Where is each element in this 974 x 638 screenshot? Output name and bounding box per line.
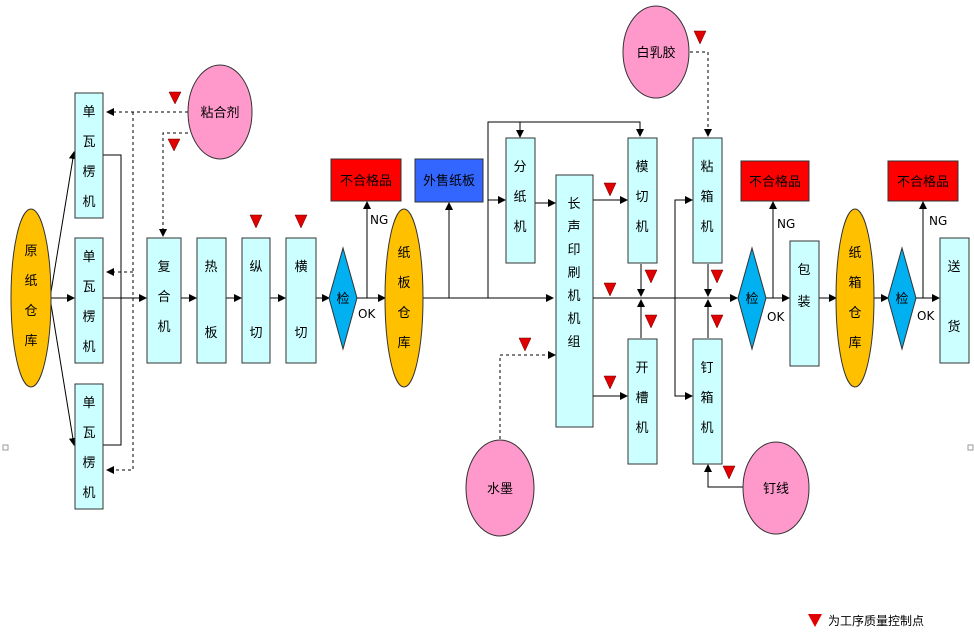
ng-label-1: NG xyxy=(370,213,388,227)
qc-point-icon xyxy=(710,314,724,329)
node-hengqie: 横切 xyxy=(285,237,317,364)
svg-text:长声印刷机机组: 长声印刷机机组 xyxy=(567,197,580,350)
svg-text:检: 检 xyxy=(895,292,908,307)
node-zhanxiang: 粘箱机 xyxy=(692,137,723,264)
svg-text:白乳胶: 白乳胶 xyxy=(636,45,675,61)
svg-text:包装: 包装 xyxy=(797,263,810,310)
legend-text: 为工序质量控制点 xyxy=(828,614,925,628)
svg-text:复合机: 复合机 xyxy=(157,260,170,335)
node-dingxiang: 钉箱机 xyxy=(692,338,723,465)
qc-point-icon xyxy=(518,337,532,352)
ng-label-2: NG xyxy=(777,217,795,231)
qc-point-icon xyxy=(644,269,658,284)
node-zongqie: 纵切 xyxy=(241,237,271,364)
qc-point-icon xyxy=(710,269,724,284)
svg-text:钉线: 钉线 xyxy=(763,482,789,497)
svg-text:单瓦楞机: 单瓦楞机 xyxy=(82,250,95,355)
qc-point-icon xyxy=(294,214,308,229)
node-shuimo: 水墨 xyxy=(465,439,535,537)
node-bairujiao: 白乳胶 xyxy=(622,5,690,99)
qc-point-icon xyxy=(249,214,263,229)
svg-text:单瓦楞机: 单瓦楞机 xyxy=(82,105,95,210)
ok-label-3: OK xyxy=(917,309,935,323)
qc-point-icon xyxy=(722,465,736,480)
svg-text:不合格品: 不合格品 xyxy=(340,173,392,189)
svg-text:原纸仓库: 原纸仓库 xyxy=(24,244,37,349)
node-waishou: 外售纸板 xyxy=(414,158,484,203)
svg-text:分纸机: 分纸机 xyxy=(513,160,526,235)
node-buhege2: 不合格品 xyxy=(740,160,810,202)
node-buhege3: 不合格品 xyxy=(887,160,959,202)
svg-text:检: 检 xyxy=(745,292,758,307)
svg-text:模切机: 模切机 xyxy=(635,160,648,235)
node-baozhuang: 包装 xyxy=(789,240,820,367)
node-zhanheji: 粘合剂 xyxy=(187,64,253,160)
qc-points xyxy=(167,30,736,480)
node-jian1: 检 xyxy=(328,246,358,351)
svg-text:纸板仓库: 纸板仓库 xyxy=(397,246,410,351)
node-fuhe: 复合机 xyxy=(146,237,182,364)
node-jian2: 检 xyxy=(737,246,767,351)
svg-text:单瓦楞机: 单瓦楞机 xyxy=(82,396,95,501)
qc-point-icon xyxy=(167,138,181,152)
edge-marker-left xyxy=(2,444,9,451)
ng-label-3: NG xyxy=(929,214,947,228)
qc-point-icon xyxy=(693,30,707,45)
node-dingxian: 钉线 xyxy=(742,441,810,535)
svg-text:送货: 送货 xyxy=(947,260,960,335)
qc-point-icon xyxy=(168,91,182,105)
node-danwa3: 单瓦楞机 xyxy=(74,383,104,510)
qc-point-icon xyxy=(644,314,658,329)
qc-point-legend-icon xyxy=(808,614,822,627)
svg-text:热板: 热板 xyxy=(204,260,217,341)
svg-text:横切: 横切 xyxy=(294,260,307,341)
node-zhixiangcangku: 纸箱仓库 xyxy=(835,208,875,388)
node-jian3: 检 xyxy=(887,246,917,351)
node-changsheng: 长声印刷机机组 xyxy=(555,174,594,428)
ok-label-2: OK xyxy=(767,310,785,324)
node-yuanzhi: 原纸仓库 xyxy=(10,208,52,388)
connectors xyxy=(49,121,940,488)
node-moqie: 模切机 xyxy=(627,137,658,264)
svg-text:检: 检 xyxy=(336,292,349,307)
svg-text:不合格品: 不合格品 xyxy=(897,174,949,190)
svg-text:外售纸板: 外售纸板 xyxy=(423,173,475,189)
svg-text:不合格品: 不合格品 xyxy=(749,174,801,190)
svg-text:粘合剂: 粘合剂 xyxy=(200,106,239,121)
supply-lines xyxy=(106,51,712,474)
node-fenzhi: 分纸机 xyxy=(505,137,536,264)
qc-point-icon xyxy=(603,182,617,197)
node-reban: 热板 xyxy=(196,237,227,364)
node-buhege1: 不合格品 xyxy=(330,158,402,202)
node-zhibancangku: 纸板仓库 xyxy=(384,208,424,388)
edge-marker-right xyxy=(967,444,974,451)
node-danwa1: 单瓦楞机 xyxy=(74,92,104,219)
svg-text:水墨: 水墨 xyxy=(487,482,513,497)
legend: 为工序质量控制点 xyxy=(808,612,924,629)
node-songhuo: 送货 xyxy=(939,237,970,364)
svg-text:纵切: 纵切 xyxy=(249,260,262,341)
qc-point-icon xyxy=(603,375,617,390)
svg-text:粘箱机: 粘箱机 xyxy=(700,160,713,235)
ok-label-1: OK xyxy=(358,307,376,321)
svg-text:开槽机: 开槽机 xyxy=(635,361,648,436)
node-kaicao: 开槽机 xyxy=(627,338,658,465)
svg-text:纸箱仓库: 纸箱仓库 xyxy=(848,246,861,351)
node-danwa2: 单瓦楞机 xyxy=(74,237,104,364)
qc-point-icon xyxy=(603,282,617,297)
svg-text:钉箱机: 钉箱机 xyxy=(700,361,713,436)
